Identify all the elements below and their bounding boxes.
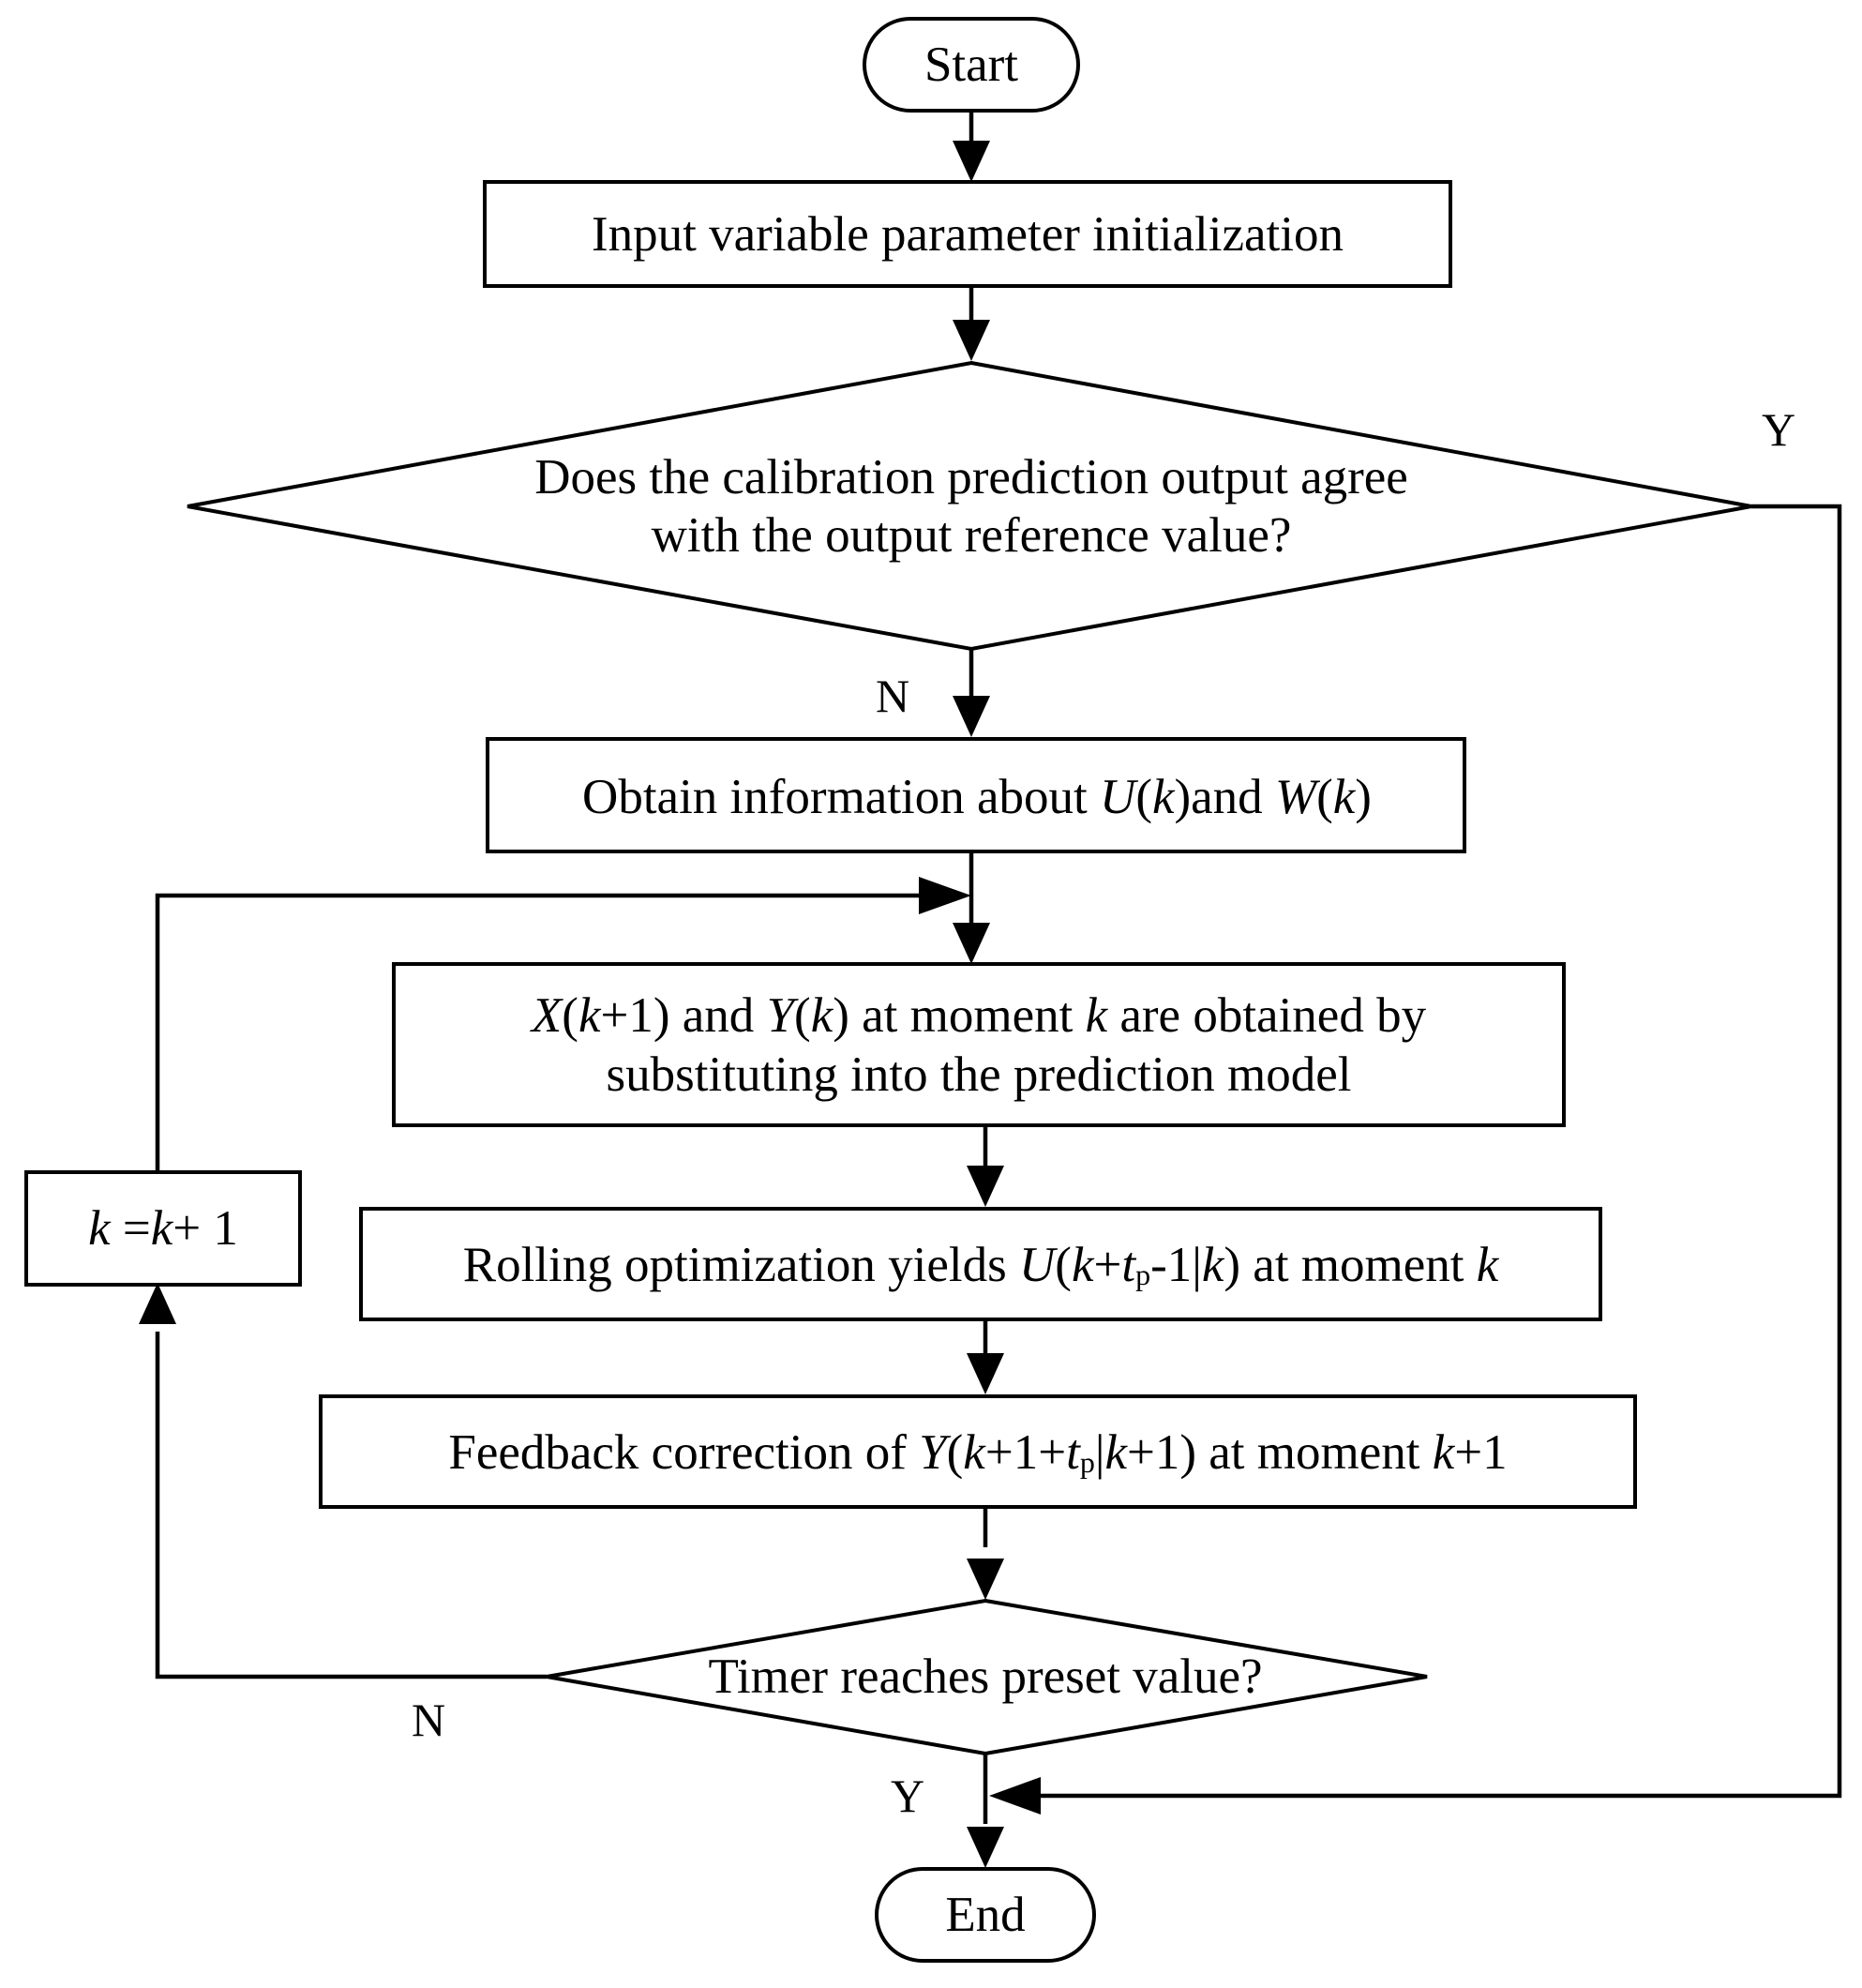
predict-line1: X(k+1) and Y(k) at moment k are obtained… bbox=[530, 988, 1427, 1043]
decision2-label: Timer reaches preset value? bbox=[708, 1649, 1262, 1704]
end-node: End bbox=[875, 1867, 1096, 1963]
edge-decision2-no-path bbox=[155, 1332, 547, 1679]
arrowhead-decision1 bbox=[953, 320, 990, 361]
init-process: Input variable parameter initialization bbox=[483, 180, 1452, 288]
obtain-label: Obtain information about U(k)and W(k) bbox=[582, 770, 1372, 824]
start-node: Start bbox=[863, 17, 1080, 113]
rolling-label: Rolling optimization yields U(k+tp-1|k) … bbox=[463, 1238, 1500, 1292]
arrowheads bbox=[139, 141, 1041, 1868]
increment-process: k =k+ 1 bbox=[24, 1170, 302, 1287]
edge-decision1-yes bbox=[1022, 504, 1842, 1799]
decision1-yes-label: Y bbox=[1762, 403, 1795, 456]
arrowhead-end bbox=[967, 1827, 1004, 1868]
predict-process: X(k+1) and Y(k) at moment k are obtained… bbox=[392, 962, 1566, 1127]
decision1-line2: with the output reference value? bbox=[652, 508, 1292, 563]
feedback-process: Feedback correction of Y(k+1+tp|k+1) at … bbox=[319, 1394, 1637, 1509]
decision2-no-label: N bbox=[412, 1694, 445, 1746]
obtain-process: Obtain information about U(k)and W(k) bbox=[486, 737, 1466, 853]
decision-calibration: Does the calibration prediction output a… bbox=[187, 360, 1752, 652]
increment-label: k =k+ 1 bbox=[88, 1201, 238, 1256]
arrowhead-increment bbox=[139, 1283, 176, 1324]
predict-line2: substituting into the prediction model bbox=[607, 1047, 1352, 1102]
init-label: Input variable parameter initialization bbox=[592, 207, 1344, 262]
start-label: Start bbox=[924, 38, 1018, 92]
arrowhead-feedback bbox=[967, 1353, 1004, 1394]
arrowhead-predict bbox=[953, 923, 990, 964]
arrowhead-loop bbox=[919, 877, 971, 914]
decision1-line1: Does the calibration prediction output a… bbox=[534, 450, 1408, 505]
arrowhead-yes-merge bbox=[989, 1777, 1041, 1815]
decision2-yes-label: Y bbox=[891, 1770, 924, 1822]
arrowhead-rolling bbox=[967, 1166, 1004, 1207]
arrowhead-decision2 bbox=[967, 1559, 1004, 1600]
rolling-process: Rolling optimization yields U(k+tp-1|k) … bbox=[359, 1207, 1602, 1321]
arrowhead-init bbox=[953, 141, 990, 182]
arrowhead-obtain bbox=[953, 696, 990, 737]
feedback-label: Feedback correction of Y(k+1+tp|k+1) at … bbox=[448, 1425, 1507, 1480]
decision-timer: Timer reaches preset value? bbox=[546, 1598, 1428, 1756]
edge-increment-loop bbox=[155, 893, 923, 1172]
decision1-no-label: N bbox=[876, 670, 909, 722]
connectors bbox=[155, 111, 1842, 1824]
end-label: End bbox=[945, 1888, 1025, 1942]
